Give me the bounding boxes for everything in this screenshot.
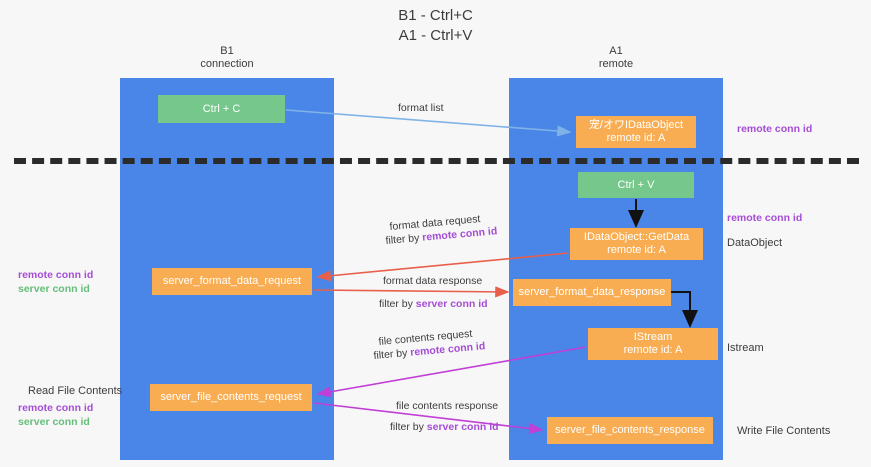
node-idataobject-getdata[interactable]: IDataObject::GetData remote id: A	[570, 228, 703, 260]
node-server-format-data-request[interactable]: server_format_data_request	[152, 268, 312, 295]
annotation-left-remote-conn-id: remote conn id	[18, 269, 94, 281]
annotation-left-server-conn-id-2: server conn id	[18, 416, 90, 428]
annotation-read-file-contents: Read File Contents	[28, 385, 123, 397]
node-ctrl-c[interactable]: Ctrl + C	[158, 95, 285, 123]
filter-prefix: filter by	[390, 421, 427, 433]
arrow-response-to-istream	[668, 291, 698, 328]
node-istream[interactable]: IStream remote id: A	[588, 328, 718, 360]
annotation-istream: Istream	[727, 342, 764, 354]
page-title: B1 - Ctrl+C A1 - Ctrl+V	[398, 7, 473, 44]
filter-prefix: filter by	[379, 298, 416, 310]
filter-key: server conn id	[426, 421, 499, 433]
arrow-file-contents-request	[316, 346, 587, 398]
annotation-left-conn-ids-top: remote conn id server conn id	[18, 268, 93, 296]
filter-prefix: filter by	[373, 346, 411, 362]
filter-prefix: filter by	[385, 231, 423, 247]
arrow-format-list	[285, 109, 572, 137]
node-idataobject[interactable]: 宠/オワIDataObject remote id: A	[576, 116, 696, 148]
filter-key: server conn id	[415, 298, 488, 310]
edge-label-format-list: format list	[398, 102, 444, 114]
node-server-format-data-response[interactable]: server_format_data_response	[513, 279, 671, 306]
annotation-write-file-contents: Write File Contents	[737, 425, 831, 437]
node-server-file-contents-response[interactable]: server_file_contents_response	[547, 417, 713, 444]
annotation-left-server-conn-id: server conn id	[18, 283, 90, 295]
edge-label-file-contents-response-filter: filter by server conn id	[390, 420, 499, 434]
annotation-remote-conn-id-mid: remote conn id	[727, 212, 803, 224]
annotation-left-remote-conn-id-2: remote conn id	[18, 402, 94, 414]
edge-label-format-data-response: format data response	[383, 275, 483, 287]
arrow-format-data-request	[316, 252, 569, 282]
node-ctrl-v[interactable]: Ctrl + V	[578, 172, 694, 198]
arrow-format-data-response	[313, 286, 510, 298]
swimlane-a1-label: A1 remote	[598, 45, 634, 70]
annotation-dataobject: DataObject	[727, 237, 783, 249]
arrow-file-contents-response	[313, 402, 544, 435]
annotation-left-conn-ids-bottom: remote conn id server conn id	[18, 401, 93, 429]
swimlane-b1-label: B1 connection	[200, 45, 254, 70]
phase-divider	[14, 158, 859, 164]
node-server-file-contents-request[interactable]: server_file_contents_request	[150, 384, 312, 411]
edge-label-format-data-response-filter: filter by server conn id	[379, 297, 488, 311]
edge-label-file-contents-response: file contents response	[396, 400, 499, 412]
annotation-remote-conn-id-top: remote conn id	[737, 123, 813, 135]
